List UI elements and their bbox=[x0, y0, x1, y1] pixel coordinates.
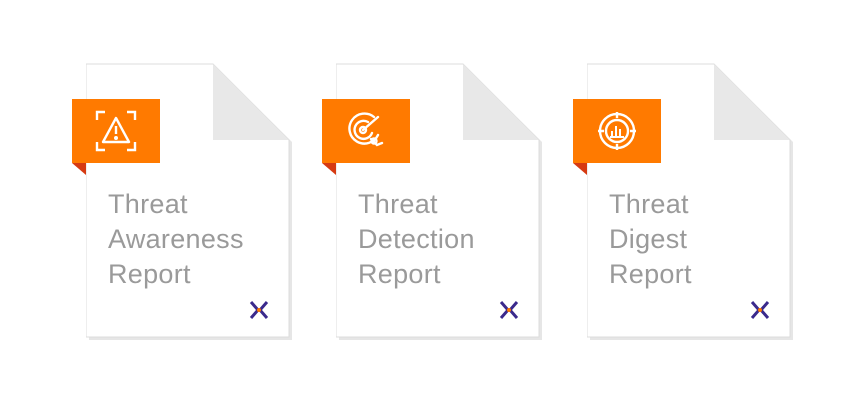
report-title: Threat Detection Report bbox=[358, 187, 538, 292]
title-line: Report bbox=[358, 259, 441, 289]
x-logo bbox=[499, 301, 519, 319]
title-line: Threat bbox=[108, 189, 188, 219]
title-line: Threat bbox=[358, 189, 438, 219]
x-logo bbox=[249, 301, 269, 319]
icon-tag bbox=[573, 99, 661, 163]
title-line: Awareness bbox=[108, 224, 244, 254]
title-line: Digest bbox=[609, 224, 688, 254]
tag-fold bbox=[573, 163, 587, 175]
tag-fold bbox=[322, 163, 336, 175]
radar-icon bbox=[348, 112, 384, 147]
warning-scan-icon bbox=[95, 110, 137, 152]
title-line: Detection bbox=[358, 224, 475, 254]
report-title: Threat Awareness Report bbox=[108, 187, 288, 292]
report-card-awareness[interactable]: Threat Awareness Report bbox=[72, 62, 292, 340]
title-line: Report bbox=[108, 259, 191, 289]
icon-tag bbox=[322, 99, 410, 163]
icon-tag bbox=[72, 99, 160, 163]
report-title: Threat Digest Report bbox=[609, 187, 789, 292]
title-line: Report bbox=[609, 259, 692, 289]
title-line: Threat bbox=[609, 189, 689, 219]
report-card-detection[interactable]: Threat Detection Report bbox=[322, 62, 542, 340]
tag-fold bbox=[72, 163, 86, 175]
x-logo bbox=[750, 301, 770, 319]
report-card-digest[interactable]: Threat Digest Report bbox=[573, 62, 793, 340]
chart-target-icon bbox=[598, 112, 636, 150]
